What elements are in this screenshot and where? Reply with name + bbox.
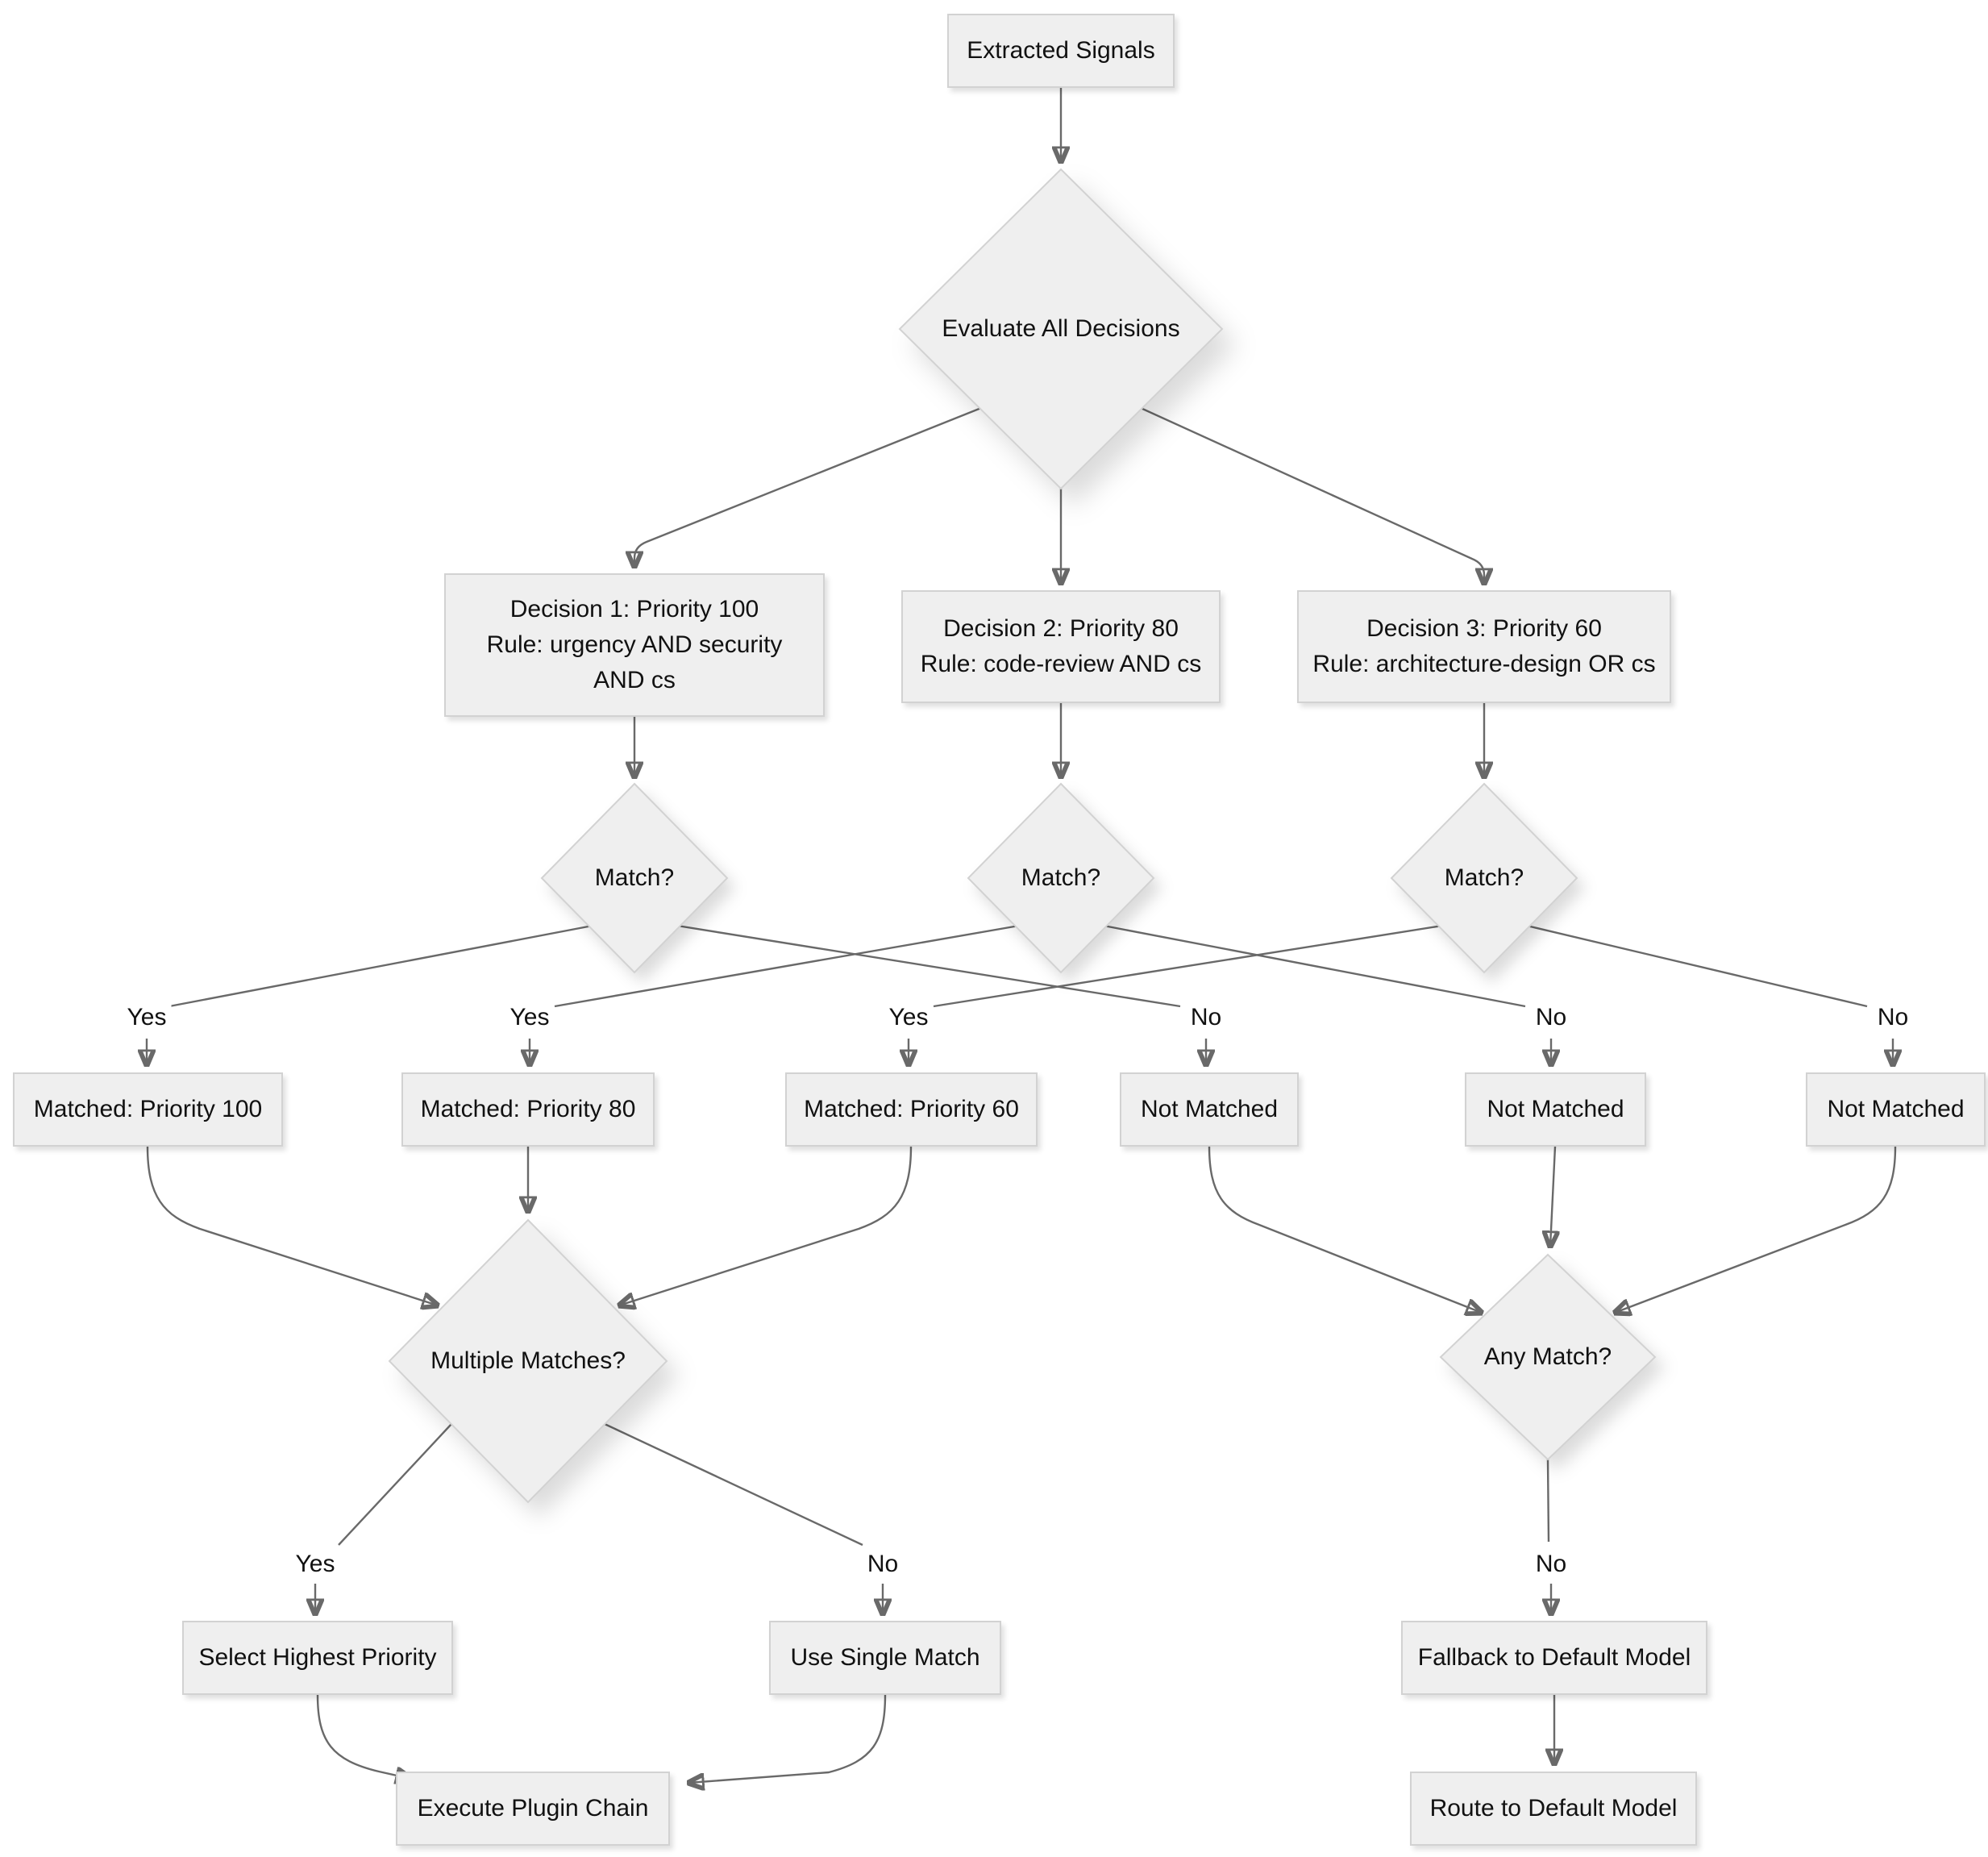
node-matched-priority-100: Matched: Priority 100 — [13, 1072, 283, 1147]
node-label: Extracted Signals — [967, 37, 1155, 64]
edge-label-match3-no: No — [1872, 1001, 1914, 1034]
node-matched-priority-60: Matched: Priority 60 — [785, 1072, 1038, 1147]
node-label: Select Highest Priority — [198, 1644, 437, 1671]
node-execute-plugin-chain: Execute Plugin Chain — [396, 1772, 670, 1846]
node-label: Not Matched — [1827, 1096, 1965, 1122]
node-extracted-signals: Extracted Signals — [947, 14, 1175, 88]
node-label-line: Rule: architecture-design OR cs — [1312, 651, 1656, 677]
edge-match1-no-line — [676, 924, 1181, 1008]
edge-evaluate-to-decision3 — [1140, 406, 1484, 584]
edge-label-match3-yes: Yes — [884, 1001, 934, 1034]
node-label: Matched: Priority 60 — [804, 1096, 1019, 1122]
node-label: Use Single Match — [790, 1644, 980, 1671]
node-not-matched-1: Not Matched — [1120, 1072, 1299, 1147]
edge-matched100-to-multiple — [146, 1146, 438, 1305]
diamond-shape — [900, 169, 1222, 489]
node-select-highest-priority: Select Highest Priority — [182, 1621, 453, 1695]
node-label: Not Matched — [1487, 1096, 1624, 1122]
edge-label-match2-no: No — [1530, 1001, 1572, 1034]
node-label: Match? — [1444, 864, 1524, 891]
edge-multiple-no-line — [604, 1422, 863, 1547]
edge-notmatched1-to-anymatch — [1208, 1146, 1482, 1313]
node-decision-2: Decision 2: Priority 80 Rule: code-revie… — [901, 590, 1221, 703]
node-use-single-match: Use Single Match — [769, 1621, 1001, 1695]
node-label: Matched: Priority 100 — [33, 1096, 263, 1122]
node-label: Any Match? — [1483, 1343, 1612, 1370]
edge-match1-yes-line — [168, 924, 593, 1008]
node-label: Evaluate All Decisions — [942, 315, 1180, 342]
node-route-to-default-model: Route to Default Model — [1410, 1772, 1697, 1846]
node-label: Match? — [1021, 864, 1101, 891]
node-evaluate-all-decisions: Evaluate All Decisions — [900, 169, 1222, 489]
edge-match2-no-line — [1103, 924, 1526, 1008]
edge-multiple-yes-line — [338, 1423, 452, 1546]
edge-label-match2-yes: Yes — [505, 1001, 555, 1034]
node-label: Route to Default Model — [1429, 1795, 1678, 1822]
node-label-line: Rule: code-review AND cs — [920, 651, 1202, 677]
edge-label-match1-yes: Yes — [122, 1001, 172, 1034]
node-label-line: AND cs — [593, 667, 676, 693]
node-label: Fallback to Default Model — [1417, 1644, 1691, 1671]
edge-matched60-to-multiple — [619, 1146, 913, 1305]
node-match-1: Match? — [542, 784, 727, 972]
node-not-matched-2: Not Matched — [1465, 1072, 1646, 1147]
node-decision-3: Decision 3: Priority 60 Rule: architectu… — [1297, 590, 1671, 703]
edge-match2-yes-line — [554, 924, 1020, 1008]
diamond-shape — [968, 784, 1154, 972]
node-label: Match? — [594, 864, 675, 891]
node-label: Matched: Priority 80 — [420, 1096, 636, 1122]
edge-notmatched3-to-anymatch — [1615, 1146, 1897, 1313]
node-label: Execute Plugin Chain — [417, 1795, 649, 1822]
edge-anymatch-no-line — [1546, 1459, 1550, 1543]
node-multiple-matches: Multiple Matches? — [389, 1220, 667, 1502]
diamond-shape — [389, 1220, 667, 1502]
edge-label-anymatch-no: No — [1530, 1548, 1572, 1580]
edge-match3-yes-line — [933, 924, 1443, 1008]
node-label-line: Decision 2: Priority 80 — [943, 615, 1179, 642]
node-match-2: Match? — [968, 784, 1154, 972]
node-label-line: Rule: urgency AND security — [486, 631, 783, 658]
edge-use-to-execute — [688, 1694, 887, 1783]
node-match-3: Match? — [1391, 784, 1577, 972]
diamond-shape — [542, 784, 727, 972]
edge-evaluate-to-decision1 — [634, 406, 982, 567]
node-not-matched-3: Not Matched — [1806, 1072, 1986, 1147]
edge-label-multiple-yes: Yes — [290, 1548, 340, 1580]
diamond-shape — [1441, 1255, 1655, 1459]
edge-notmatched2-to-anymatch — [1550, 1146, 1555, 1247]
node-decision-1: Decision 1: Priority 100 Rule: urgency A… — [444, 573, 825, 717]
diamond-shape — [1391, 784, 1577, 972]
node-label: Multiple Matches? — [430, 1347, 626, 1374]
node-label-line: Decision 3: Priority 60 — [1366, 615, 1602, 642]
node-label: Not Matched — [1140, 1096, 1279, 1122]
edge-label-match1-no: No — [1185, 1001, 1227, 1034]
edge-select-to-execute — [316, 1694, 411, 1779]
node-any-match: Any Match? — [1441, 1255, 1655, 1459]
edge-match3-no-line — [1526, 924, 1868, 1008]
node-label-line: Decision 1: Priority 100 — [509, 596, 759, 622]
node-fallback-to-default-model: Fallback to Default Model — [1401, 1621, 1707, 1695]
edge-label-multiple-no: No — [862, 1548, 904, 1580]
node-matched-priority-80: Matched: Priority 80 — [401, 1072, 655, 1147]
